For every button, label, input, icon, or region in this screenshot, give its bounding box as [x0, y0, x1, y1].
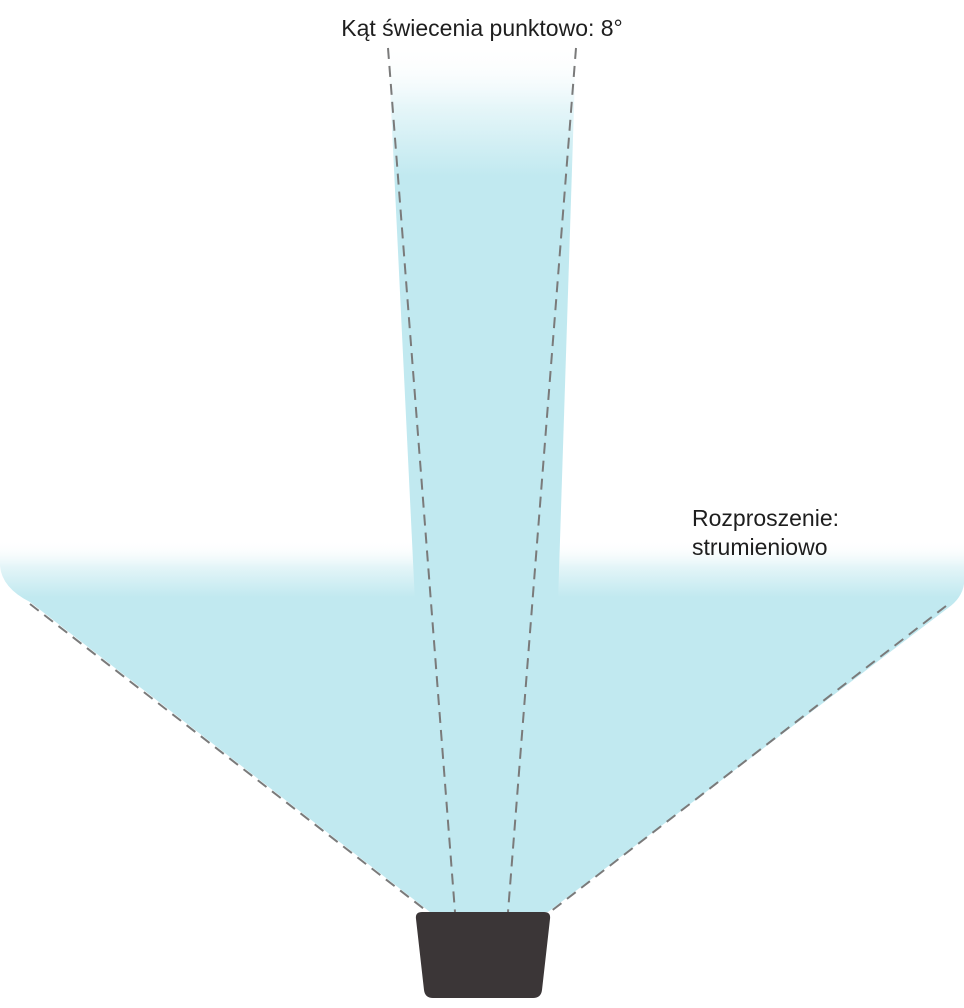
spot-beam-angle-label: Kąt świecenia punktowo: 8° — [341, 15, 623, 41]
spot-beam-left-edge — [387, 47, 456, 913]
spread-beam-left-edge — [29, 603, 429, 913]
spread-beam-right-edge — [549, 605, 947, 913]
spot-beam-right-edge — [507, 47, 577, 913]
spot-beam-cone — [388, 45, 576, 912]
spread-beam-label-line1: Rozproszenie: — [692, 505, 840, 531]
spread-beam-label-line2: strumieniowo — [692, 534, 828, 560]
light-fixture-icon — [415, 912, 551, 998]
spread-beam-label: Rozproszenie: strumieniowo — [692, 504, 839, 562]
